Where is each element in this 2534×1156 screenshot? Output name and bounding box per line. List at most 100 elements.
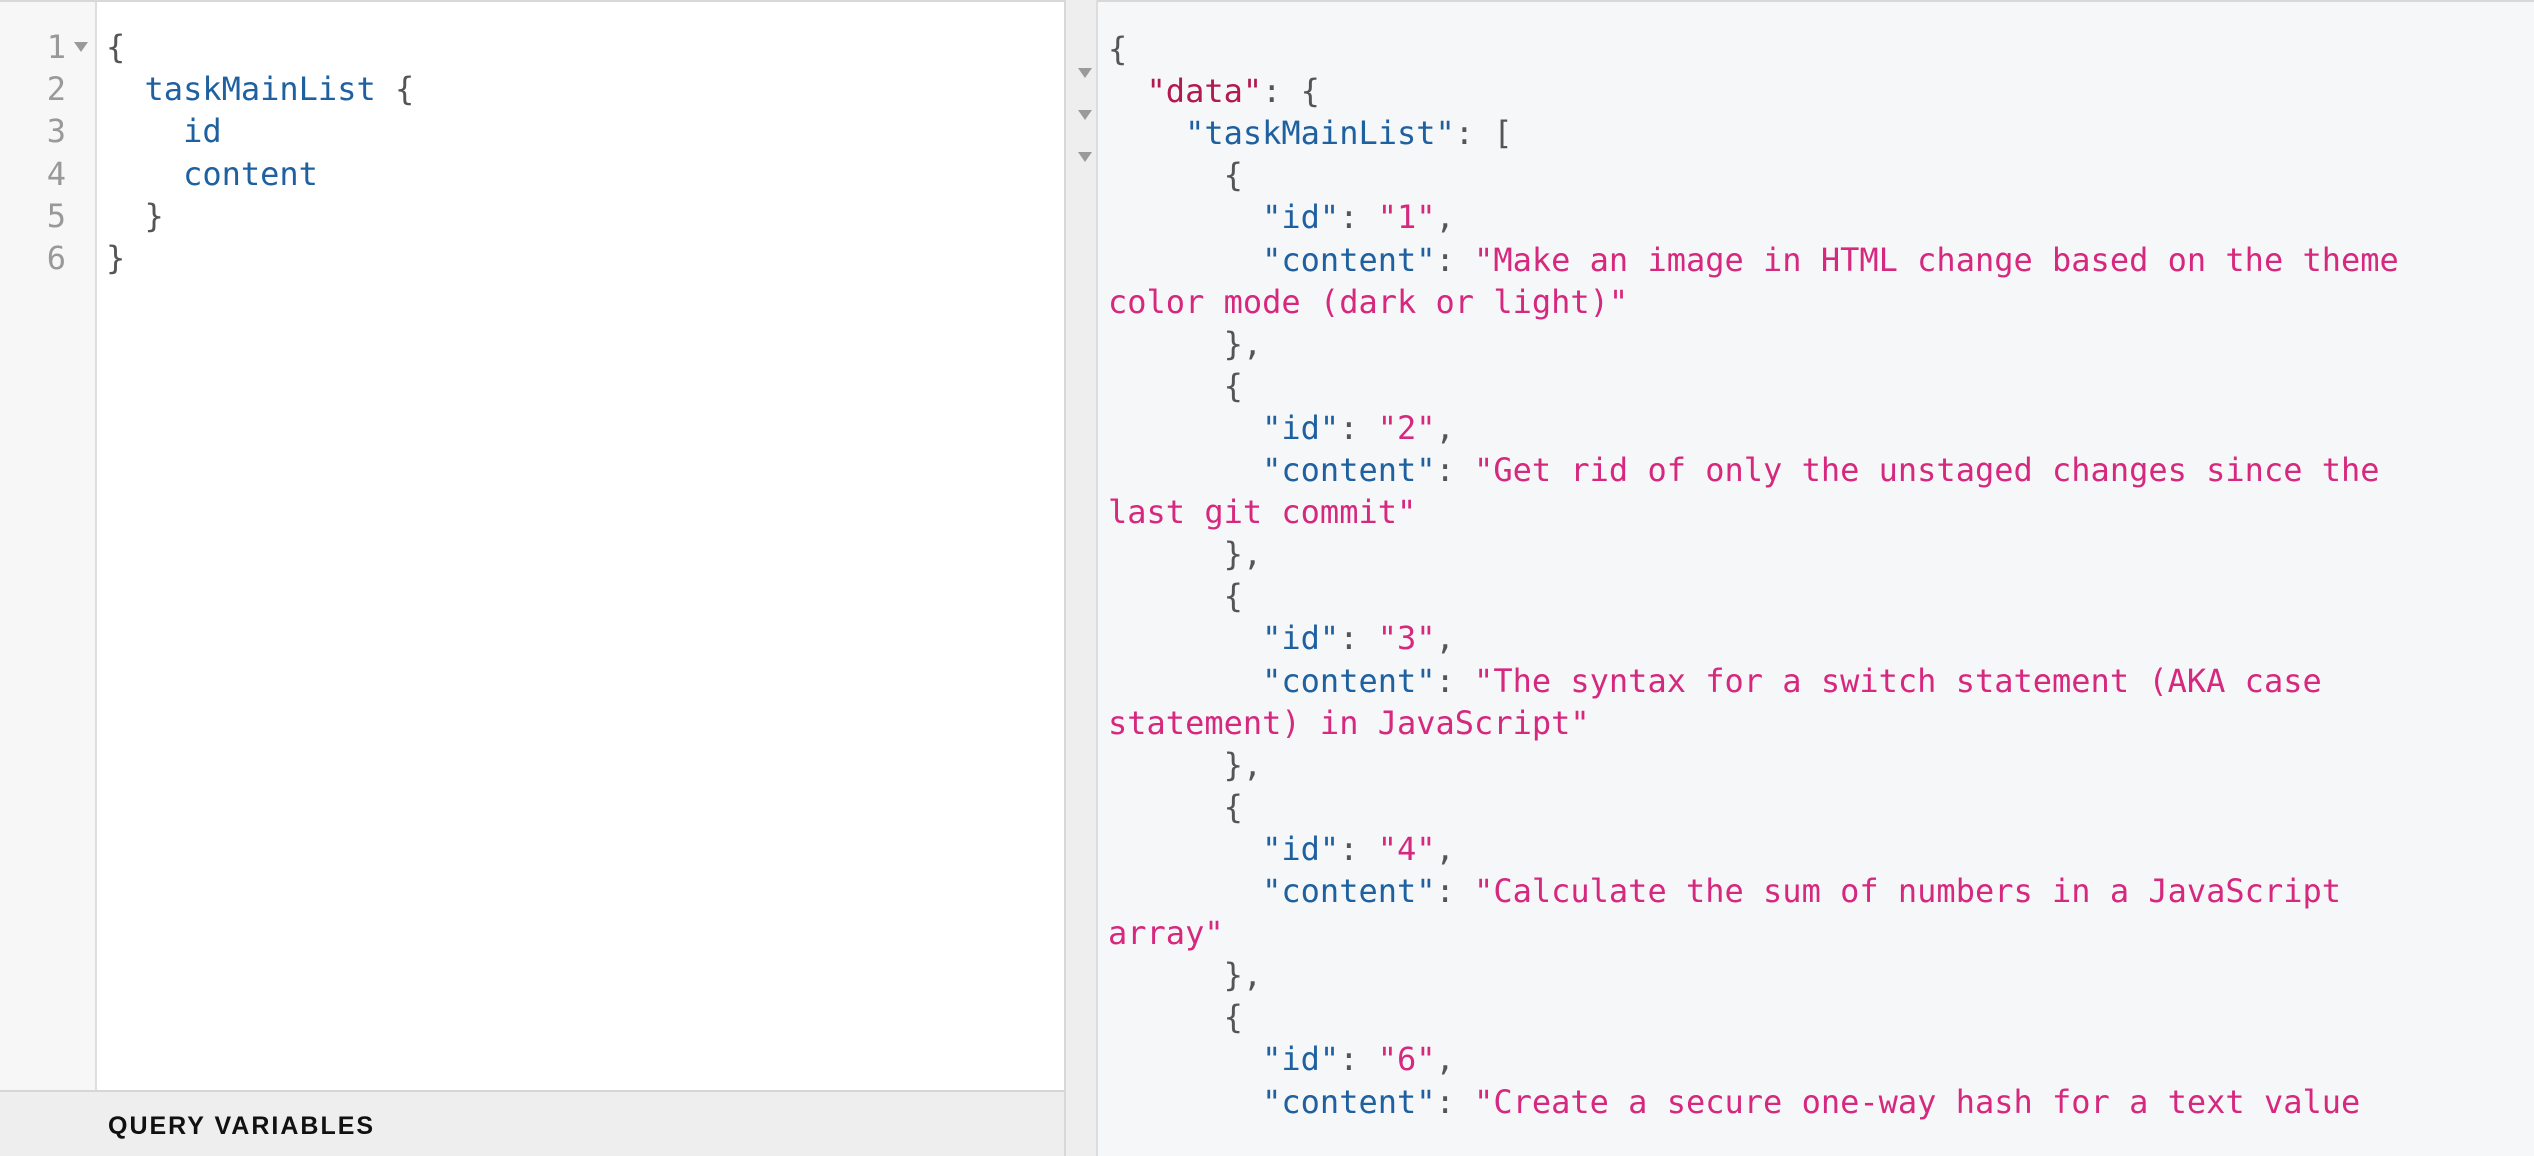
result-punct-token: {: [1108, 30, 1128, 68]
pane-divider[interactable]: [1064, 0, 1098, 1156]
result-key-token: "id": [1262, 619, 1340, 658]
result-key-token: "id": [1262, 829, 1340, 868]
result-punct-token: : [: [1454, 114, 1513, 153]
result-punct-token: [1108, 830, 1262, 868]
result-line: "id": "1",: [1108, 196, 1455, 238]
line-number: 2: [46, 70, 66, 109]
result-string-token: statement) in JavaScript": [1108, 703, 1590, 742]
line-number: 4: [46, 154, 66, 193]
query-line[interactable]: {: [106, 26, 125, 68]
result-punct-token: {: [1108, 577, 1243, 616]
result-punct-token: },: [1108, 535, 1263, 574]
query-punct-token: {: [375, 70, 415, 109]
query-line[interactable]: }: [106, 237, 125, 279]
result-punct-token: },: [1108, 956, 1263, 995]
result-line: statement) in JavaScript": [1108, 702, 1590, 744]
result-line: {: [1108, 575, 1243, 617]
query-line[interactable]: content: [106, 153, 318, 195]
result-punct-token: [1108, 1040, 1262, 1078]
result-punct-token: [1108, 872, 1262, 910]
result-punct-token: :: [1339, 1040, 1378, 1079]
query-punct-token: }: [106, 239, 126, 277]
result-punct-token: ,: [1435, 408, 1455, 447]
line-number: 3: [46, 112, 66, 151]
result-punct-token: {: [1108, 787, 1243, 826]
query-punct-token: {: [106, 28, 126, 66]
result-line: "id": "2",: [1108, 407, 1455, 449]
result-line: {: [1108, 365, 1243, 407]
result-punct-token: [1108, 619, 1262, 657]
result-punct-token: [1108, 409, 1262, 447]
result-key-token: "id": [1262, 408, 1340, 447]
result-line: "content": "Calculate the sum of numbers…: [1108, 870, 2341, 912]
result-line: },: [1108, 954, 1263, 996]
result-punct-token: :: [1435, 872, 1475, 910]
query-punct-token: [106, 155, 183, 193]
result-line: "data": {: [1108, 70, 1320, 112]
result-key-token: "content": [1262, 451, 1436, 489]
result-line: "id": "4",: [1108, 828, 1455, 870]
result-viewer[interactable]: { "data": { "taskMainList": [ { "id": "1…: [1098, 0, 2534, 1156]
result-punct-token: :: [1339, 829, 1378, 868]
result-punct-token: {: [1108, 156, 1243, 195]
result-punct-token: [1108, 451, 1262, 489]
result-punct-token: [1108, 198, 1262, 236]
result-punct-token: ,: [1435, 198, 1455, 237]
result-string-token: "Calculate the sum of numbers in a JavaS…: [1474, 872, 2341, 910]
result-line: },: [1108, 323, 1263, 365]
result-key-token: "content": [1262, 661, 1436, 700]
result-line: "content": "Make an image in HTML change…: [1108, 239, 2399, 281]
result-line: "content": "The syntax for a switch stat…: [1108, 660, 2322, 702]
result-string-token: "The syntax for a switch statement (AKA …: [1474, 661, 2322, 700]
result-string-token: "Get rid of only the unstaged changes si…: [1474, 451, 2380, 489]
result-line: last git commit": [1108, 491, 1416, 533]
result-key-token: "data": [1146, 72, 1263, 111]
result-string-token: "1": [1377, 198, 1436, 237]
result-key-token: "id": [1262, 198, 1340, 237]
result-punct-token: [1108, 241, 1262, 279]
query-variables-title[interactable]: QUERY VARIABLES: [108, 1112, 376, 1140]
result-string-token: "Make an image in HTML change based on t…: [1474, 240, 2399, 279]
result-string-token: array": [1108, 914, 1224, 953]
result-line: },: [1108, 744, 1263, 786]
fold-arrow-icon[interactable]: [74, 42, 88, 52]
fold-arrow-icon[interactable]: [1078, 152, 1092, 162]
result-string-token: "Create a secure one-way hash for a text…: [1474, 1082, 2361, 1121]
result-string-token: "2": [1377, 408, 1436, 447]
result-punct-token: ,: [1435, 619, 1455, 658]
query-line[interactable]: taskMainList {: [106, 68, 415, 110]
query-line[interactable]: id: [106, 110, 222, 152]
result-punct-token: {: [1108, 998, 1243, 1037]
result-punct-token: ,: [1435, 829, 1455, 868]
query-variables-bar[interactable]: QUERY VARIABLES: [0, 1090, 1064, 1156]
result-string-token: last git commit": [1108, 493, 1417, 532]
fold-arrow-icon[interactable]: [1078, 110, 1092, 120]
result-line: color mode (dark or light)": [1108, 281, 1628, 323]
query-field-token: content: [183, 154, 318, 193]
query-field-token: id: [183, 112, 222, 151]
result-line: "id": "6",: [1108, 1038, 1455, 1080]
result-line: {: [1108, 996, 1243, 1038]
line-number: 5: [46, 196, 66, 235]
result-punct-token: [1108, 662, 1262, 700]
result-punct-token: :: [1339, 408, 1378, 447]
result-line: array": [1108, 912, 1224, 954]
result-punct-token: {: [1108, 366, 1243, 405]
result-punct-token: [1108, 114, 1185, 152]
result-string-token: "3": [1377, 619, 1436, 658]
result-line: "content": "Create a secure one-way hash…: [1108, 1081, 2360, 1123]
query-line[interactable]: }: [106, 195, 164, 237]
result-line: "taskMainList": [: [1108, 112, 1513, 154]
query-punct-token: }: [106, 196, 164, 235]
fold-arrow-icon[interactable]: [1078, 68, 1092, 78]
result-key-token: "id": [1262, 1040, 1340, 1079]
result-line: {: [1108, 786, 1243, 828]
result-punct-token: :: [1435, 661, 1475, 700]
query-field-token: taskMainList: [144, 70, 376, 109]
result-line: {: [1108, 154, 1243, 196]
result-line: },: [1108, 533, 1263, 575]
result-punct-token: :: [1339, 619, 1378, 658]
